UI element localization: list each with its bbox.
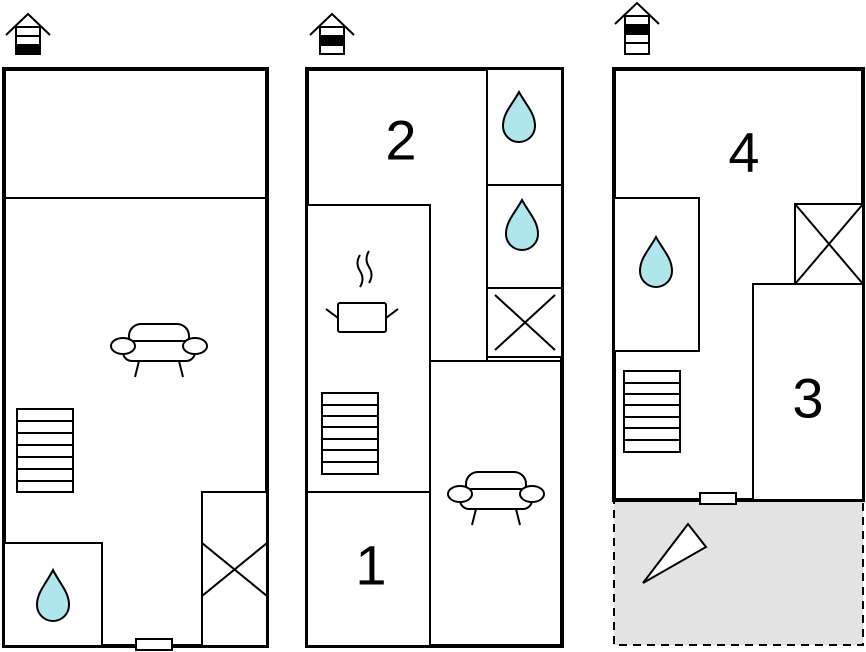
sofa-icon: [447, 471, 545, 526]
sofa-icon: [110, 323, 208, 378]
floor-second: 4 3: [612, 1, 865, 646]
house-level-icon: [309, 12, 355, 55]
house-level-icon: [5, 12, 51, 55]
stairs-icon: [623, 370, 681, 453]
water-drop-icon: [638, 234, 674, 288]
water-drop-icon: [504, 197, 540, 251]
storage-cross-icon: [794, 203, 864, 285]
room-number-1: 1: [355, 534, 386, 597]
water-drop-icon: [501, 89, 537, 143]
stairs-icon: [321, 392, 379, 475]
cooking-pot-icon: [325, 250, 399, 333]
bedroom: [306, 491, 431, 647]
room-number-4: 4: [728, 121, 759, 184]
window-icon: [699, 492, 737, 505]
storage-cross-icon: [486, 287, 563, 358]
bedroom: [752, 283, 864, 501]
water-drop-icon: [35, 567, 71, 622]
room-number-3: 3: [792, 367, 823, 430]
house-level-icon: [614, 1, 660, 55]
stairs-icon: [16, 408, 74, 493]
floor-first: 2 1: [305, 12, 564, 648]
window-icon: [135, 638, 173, 651]
floor-ground: [2, 12, 269, 651]
storage-cross-icon: [201, 491, 268, 647]
room-number-2: 2: [385, 109, 416, 172]
north-arrow-icon: [642, 522, 708, 584]
